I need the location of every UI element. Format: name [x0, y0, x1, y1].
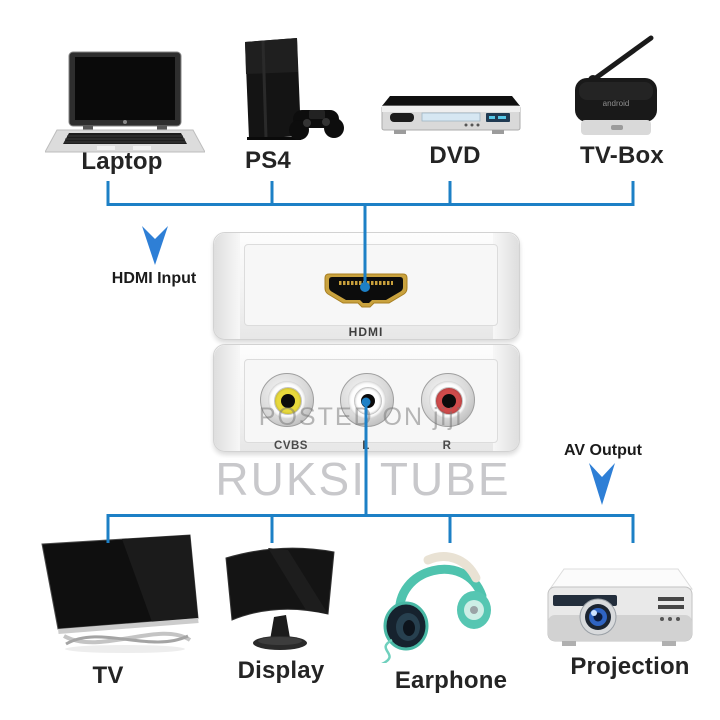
converter-av-side: CVBS L R: [213, 344, 520, 452]
device-label-display: Display: [237, 657, 325, 684]
device-label-ps4: PS4: [245, 147, 291, 174]
av-output-arrow-icon: [589, 463, 615, 505]
jack-label-r: R: [442, 440, 452, 452]
device-label-dvd: DVD: [429, 142, 481, 169]
tv-box-image: android: [575, 35, 657, 135]
hdmi-input-arrow-icon: [142, 226, 168, 265]
watermark-posted-on: POSTED ON jiji: [258, 403, 464, 431]
converter-left-cap: [214, 345, 240, 451]
tv-bottom-strip: [58, 618, 199, 634]
av-output-label: AV Output: [564, 442, 642, 459]
earphone-head-pad: [423, 552, 481, 583]
display-image: [225, 547, 335, 650]
hdmi-port: [324, 273, 408, 308]
projector-vent: [658, 597, 684, 601]
hdmi-port-label: HDMI: [348, 325, 384, 339]
dvd-tray: [421, 112, 481, 122]
earphone-left-cup: [383, 601, 429, 651]
converter-hdmi-side: HDMI: [213, 232, 520, 340]
tv-box-antenna: [590, 35, 654, 83]
earphone-right-cup: [457, 591, 491, 629]
converter-left-cap: [214, 233, 240, 339]
hdmi-input-label: HDMI Input: [111, 270, 197, 287]
tv-box-brand-text: android: [603, 99, 630, 108]
laptop-image: [45, 51, 205, 153]
device-label-earphone: Earphone: [394, 667, 508, 694]
device-label-laptop: Laptop: [81, 148, 163, 175]
device-label-tv-box: TV-Box: [580, 142, 664, 169]
jack-label-cvbs: CVBS: [274, 440, 308, 452]
jack-label-l: L: [362, 440, 370, 452]
dvd-top: [382, 96, 520, 106]
earphone-headband: [395, 564, 487, 621]
laptop-logo: [123, 120, 127, 124]
projector-top: [549, 568, 693, 590]
earphone-image: [381, 552, 491, 663]
watermark-ruksi-tube: RUKSI TUBE: [215, 453, 511, 505]
device-label-tv: TV: [92, 662, 124, 689]
ps4-console-image: [245, 38, 344, 140]
dvd-player-image: [381, 96, 521, 134]
projector-lens: [579, 598, 617, 636]
display-stand-neck: [270, 615, 290, 640]
projector-image: [547, 568, 693, 646]
device-label-projection: Projection: [570, 653, 690, 680]
ps4-controller: [289, 110, 344, 140]
earphone-cable: [381, 638, 393, 663]
dvd-eject-area: [390, 113, 414, 122]
tv-image: [41, 534, 199, 653]
